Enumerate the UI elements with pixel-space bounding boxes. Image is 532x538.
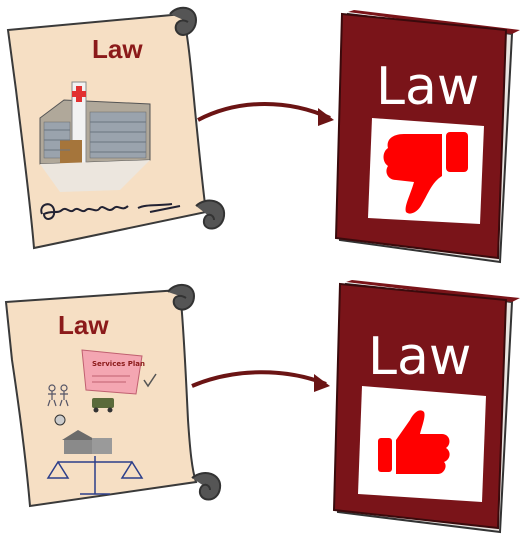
law-scroll-1: Law (6, 6, 226, 250)
thumbs-up-icon (378, 410, 450, 474)
house-icon (62, 430, 112, 454)
diagram-row-1: Law Law (6, 6, 520, 264)
diagram-row-2: Law Services Plan (0, 270, 532, 538)
book-2-title: Law (368, 327, 471, 387)
law-scroll-2: Law Services Plan (4, 284, 222, 508)
row-2-canvas: Law Services Plan (4, 280, 520, 534)
scroll-1-title: Law (92, 34, 143, 64)
hospital-building-icon (39, 81, 151, 192)
token-icon (54, 414, 66, 426)
arrow-right-icon (191, 370, 330, 392)
signature-icon (40, 203, 181, 220)
car-icon (92, 398, 114, 413)
people-icon (47, 384, 69, 407)
services-plan-note-icon: Services Plan (81, 349, 145, 395)
thumbs-down-icon (383, 132, 468, 214)
law-book-2: Law (332, 280, 520, 534)
check-mark-icon (143, 373, 157, 388)
law-book-1: Law (334, 10, 520, 264)
book-1-title: Law (376, 57, 479, 117)
arrow-right-icon (197, 102, 334, 126)
scroll-2-title: Law (58, 310, 109, 340)
row-1-canvas: Law Law (6, 6, 520, 264)
scales-of-justice-icon (46, 456, 144, 495)
services-plan-label: Services Plan (92, 360, 145, 368)
